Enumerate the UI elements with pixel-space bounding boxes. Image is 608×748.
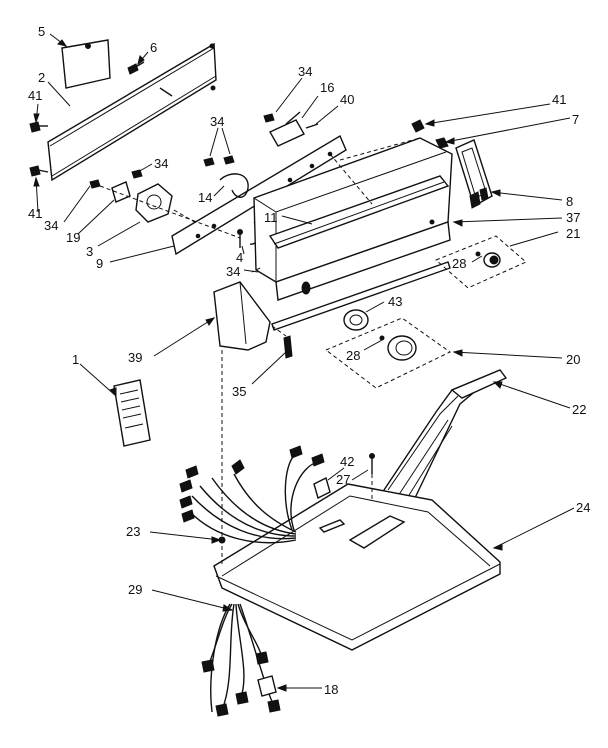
callout-41: 41 (28, 88, 42, 103)
part-24-top-panel (213, 483, 501, 651)
leader-arrowheads (33, 39, 503, 692)
callout-35: 35 (232, 384, 246, 399)
part-9-control-bracket (171, 134, 347, 256)
callout-4: 4 (236, 250, 243, 265)
part-20-timer-knob (325, 317, 451, 389)
upper-wiring-harness (179, 445, 325, 544)
part-3-timer (135, 183, 173, 223)
part-16-switch (263, 111, 319, 147)
callout-28: 28 (452, 256, 466, 271)
part-14-wire (203, 155, 249, 198)
callout-37: 37 (566, 210, 580, 225)
part-41-screws (29, 119, 425, 177)
callout-2: 2 (38, 70, 45, 85)
callout-7: 7 (572, 112, 579, 127)
callout-34: 34 (44, 218, 58, 233)
part-37-console-front (275, 221, 451, 301)
callout-19: 19 (66, 230, 80, 245)
callout-41: 41 (28, 206, 42, 221)
part-1-instruction-card (113, 379, 151, 447)
part-27-screw (369, 453, 375, 474)
part-34-screws-left (89, 169, 143, 189)
callout-16: 16 (320, 80, 334, 95)
callout-43: 43 (388, 294, 402, 309)
part-19-cam (111, 181, 131, 203)
part-7-clip (435, 137, 449, 149)
callout-9: 9 (96, 256, 103, 271)
callout-40: 40 (340, 92, 354, 107)
callout-29: 29 (128, 582, 142, 597)
part-35-screw (283, 335, 293, 359)
callout-6: 6 (150, 40, 157, 55)
callout-27: 27 (336, 472, 350, 487)
callout-39: 39 (128, 350, 142, 365)
part-43-ring (343, 309, 369, 331)
part-42-block (313, 476, 331, 500)
callout-34: 34 (226, 264, 240, 279)
callout-5: 5 (38, 24, 45, 39)
callout-24: 24 (576, 500, 590, 515)
part-21-knob (435, 235, 527, 289)
callout-8: 8 (566, 194, 573, 209)
part-29-lower-harness (201, 603, 281, 717)
callout-21: 21 (566, 226, 580, 241)
part-5-mounting-plate (61, 39, 111, 89)
callout-34: 34 (298, 64, 312, 79)
part-39-side-cover (213, 281, 271, 351)
callout-34: 34 (154, 156, 168, 171)
callout-42: 42 (340, 454, 354, 469)
callout-11: 11 (264, 210, 278, 225)
callout-3: 3 (86, 244, 93, 259)
callout-28: 28 (346, 348, 360, 363)
part-6-screw (127, 61, 145, 75)
callout-14: 14 (198, 190, 212, 205)
part-lower-rail (271, 261, 451, 331)
part-22-duct (379, 369, 508, 509)
callout-20: 20 (566, 352, 580, 367)
callout-numbers: 5 6 2 41 41 41 34 16 40 7 34 34 14 34 19… (28, 24, 590, 697)
callout-18: 18 (324, 682, 338, 697)
part-8-end-cap (455, 139, 493, 209)
part-2-rear-panel (47, 42, 217, 182)
callout-1: 1 (72, 352, 79, 367)
callout-23: 23 (126, 524, 140, 539)
callout-22: 22 (572, 402, 586, 417)
callout-34: 34 (210, 114, 224, 129)
callout-41: 41 (552, 92, 566, 107)
